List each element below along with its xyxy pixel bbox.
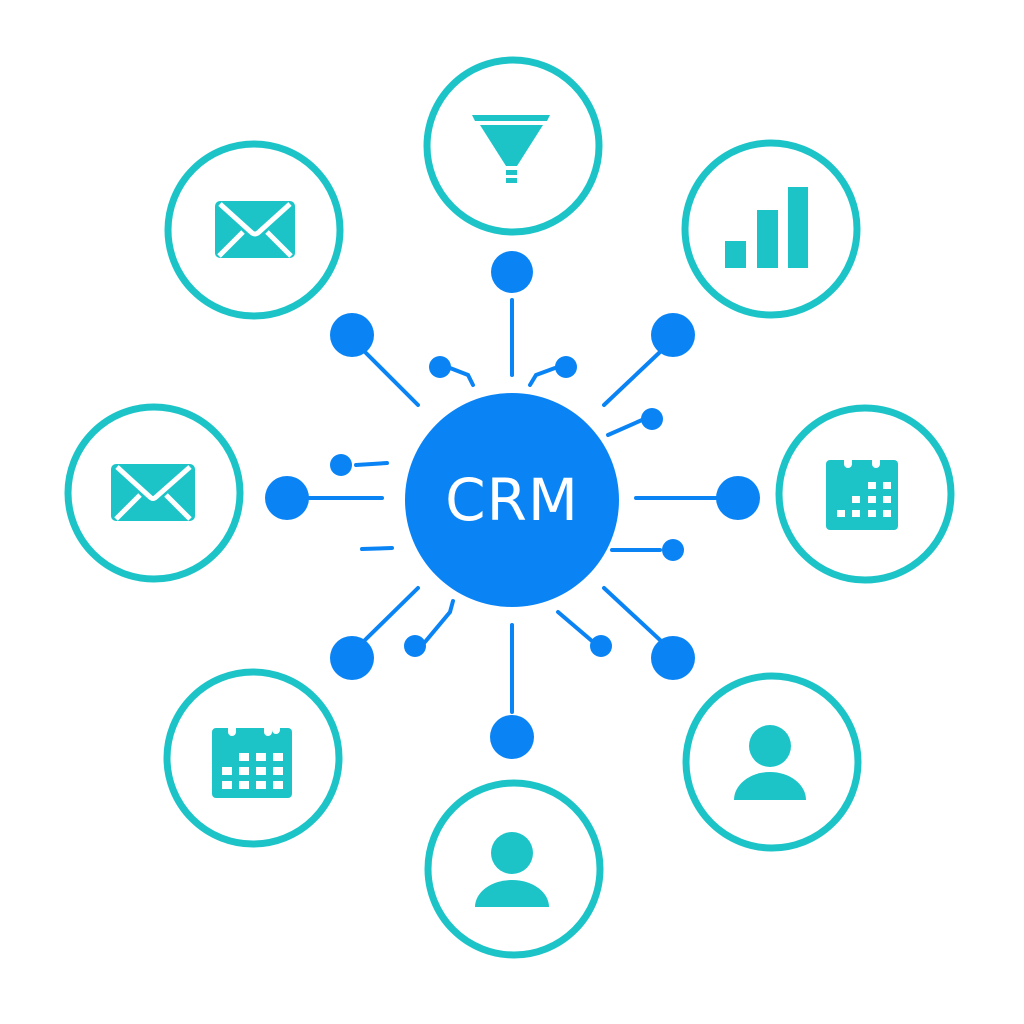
connector-left <box>265 476 384 520</box>
connector-short-upper-right <box>528 356 577 387</box>
calendar-icon <box>826 452 898 530</box>
node-bottom-right-user <box>682 672 862 852</box>
calendar-icon <box>212 720 292 798</box>
connector-short-right-lower <box>610 539 684 561</box>
crm-hub-circle <box>405 393 619 607</box>
connector-short-right-upper <box>606 408 663 437</box>
connector-short-lower-right <box>556 610 612 657</box>
node-left-envelope <box>64 403 244 583</box>
connector-short-lower-left <box>404 599 455 657</box>
connector-bottom-left <box>330 586 420 680</box>
connector-short-upper-left <box>429 356 475 387</box>
bar-chart-icon <box>725 187 808 268</box>
node-right-calendar <box>775 404 955 584</box>
connector-bottom <box>490 623 534 759</box>
connector-bottom-right <box>602 586 695 680</box>
connector-right <box>634 476 760 520</box>
funnel-icon <box>472 115 550 183</box>
node-top-funnel <box>423 56 603 236</box>
node-bottom-left-calendar <box>163 668 343 848</box>
connector-short-left-lower <box>360 546 394 551</box>
node-bottom-user <box>424 779 604 959</box>
node-top-left-envelope <box>164 140 344 320</box>
user-icon <box>734 725 806 800</box>
connector-top-right <box>602 313 695 407</box>
envelope-icon <box>215 201 295 258</box>
envelope-icon <box>111 464 195 521</box>
connectors <box>265 251 760 759</box>
connector-top <box>491 251 533 377</box>
user-icon <box>475 832 549 907</box>
node-top-right-chart <box>681 139 861 319</box>
connector-short-left-upper <box>330 454 389 476</box>
connector-top-left <box>330 313 420 407</box>
